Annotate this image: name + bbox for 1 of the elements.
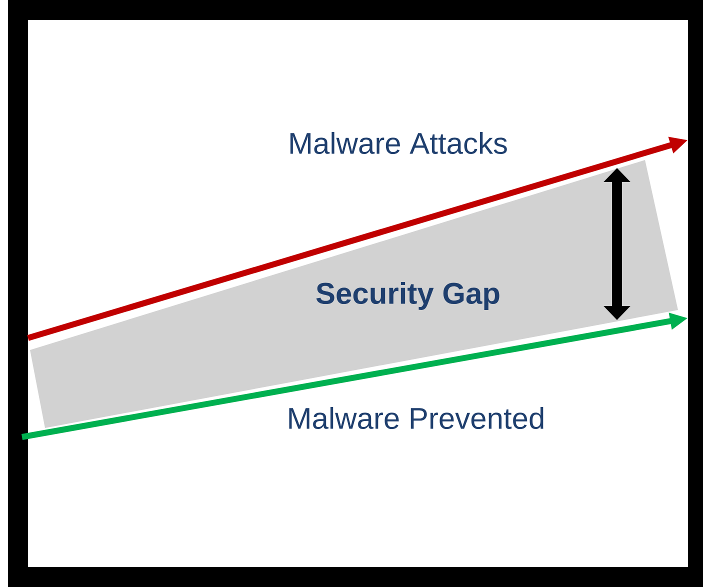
line-label: Malware Prevented <box>289 407 544 430</box>
